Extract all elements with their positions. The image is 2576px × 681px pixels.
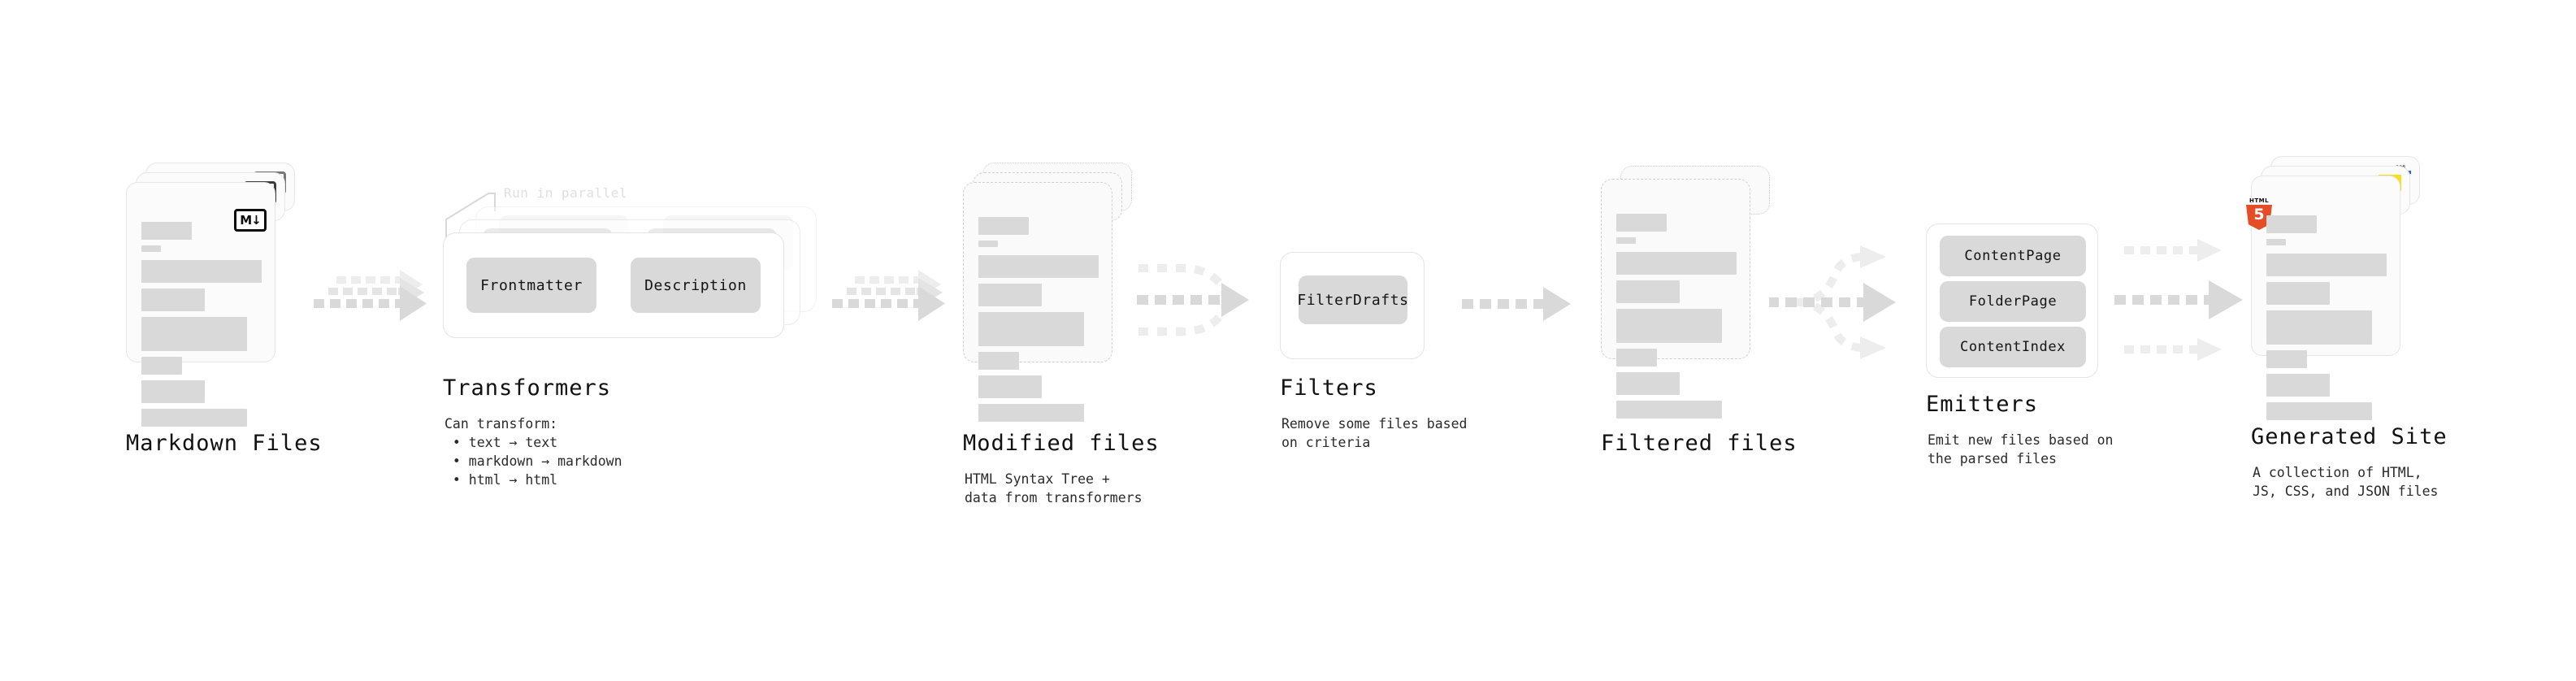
desc-generated-site: A collection of HTML, JS, CSS, and JSON … — [2253, 465, 2439, 499]
emitters-group: ContentPage FolderPage ContentIndex — [1926, 223, 2098, 378]
content-bar — [978, 241, 998, 247]
file-content-bars — [2266, 215, 2388, 426]
file-content-bars — [1616, 214, 1738, 424]
arrow-modified-to-filters — [1137, 264, 1249, 336]
transformers-group-front: Frontmatter Description — [443, 232, 784, 338]
content-bar — [978, 312, 1084, 346]
arrow-filtered-to-emitters — [1769, 245, 1896, 359]
file-content-bars — [978, 217, 1100, 427]
pill-contentpage[interactable]: ContentPage — [1940, 236, 2086, 276]
content-bar — [1616, 280, 1680, 303]
label-markdown-files: Markdown Files — [126, 431, 323, 456]
file-content-bars — [141, 222, 263, 432]
content-bar — [978, 404, 1084, 422]
content-bar — [1616, 309, 1722, 343]
content-bar — [141, 260, 262, 283]
content-bar — [2266, 402, 2372, 420]
content-bar — [2266, 282, 2330, 305]
label-generated-site: Generated Site — [2251, 424, 2448, 449]
content-bar — [978, 217, 1029, 235]
content-bar — [2266, 254, 2387, 276]
pill-frontmatter[interactable]: Frontmatter — [466, 258, 596, 313]
label-modified-files: Modified files — [963, 431, 1160, 456]
label-transformers: Transformers — [443, 375, 612, 401]
content-bar — [1616, 349, 1657, 367]
run-in-parallel-label: Run in parallel — [504, 185, 627, 201]
content-bar — [1616, 214, 1667, 232]
pill-folderpage[interactable]: FolderPage — [1940, 281, 2086, 322]
desc-emitters: Emit new files based on the parsed files — [1928, 432, 2114, 466]
content-bar — [141, 380, 205, 403]
content-bar — [141, 288, 205, 311]
content-bar — [141, 409, 247, 427]
file-sheet-front: HTML — [2246, 176, 2400, 420]
file-sheet-front — [1601, 179, 1750, 419]
pill-filterdrafts[interactable]: FilterDrafts — [1297, 275, 1408, 324]
arrow-filters-to-filtered — [1462, 287, 1571, 321]
label-filters: Filters — [1280, 375, 1378, 401]
label-emitters: Emitters — [1926, 392, 2039, 417]
arrow-emitters-to-site — [2114, 239, 2243, 361]
desc-transformers: Can transform: • text → text • markdown … — [445, 416, 622, 488]
content-bar — [2266, 374, 2330, 397]
content-bar — [141, 317, 247, 351]
desc-filters: Remove some files based on criteria — [1281, 416, 1468, 450]
pill-description[interactable]: Description — [631, 258, 761, 313]
content-bar — [1616, 252, 1737, 275]
filters-group: FilterDrafts — [1280, 252, 1425, 359]
pill-contentindex[interactable]: ContentIndex — [1940, 327, 2086, 367]
content-bar — [978, 352, 1019, 370]
content-bar — [2266, 215, 2317, 233]
content-bar — [141, 357, 182, 375]
content-bar — [1616, 372, 1680, 395]
arrow-transformers-to-modified — [832, 270, 945, 321]
content-bar — [141, 245, 161, 252]
content-bar — [978, 284, 1042, 306]
content-bar — [978, 375, 1042, 398]
content-bar — [2266, 350, 2307, 368]
content-bar — [2266, 310, 2372, 345]
content-bar — [1616, 401, 1722, 419]
markdown-badge: M↓ — [234, 209, 267, 232]
arrow-markdown-to-transformers — [314, 270, 427, 321]
content-bar — [141, 222, 192, 240]
content-bar — [2266, 239, 2286, 245]
file-sheet-front — [963, 182, 1112, 422]
desc-modified-files: HTML Syntax Tree + data from transformer… — [965, 471, 1143, 505]
content-bar — [978, 255, 1099, 278]
label-filtered-files: Filtered files — [1601, 431, 1798, 456]
file-sheet-front: M↓ — [126, 182, 275, 427]
content-bar — [1616, 237, 1636, 244]
